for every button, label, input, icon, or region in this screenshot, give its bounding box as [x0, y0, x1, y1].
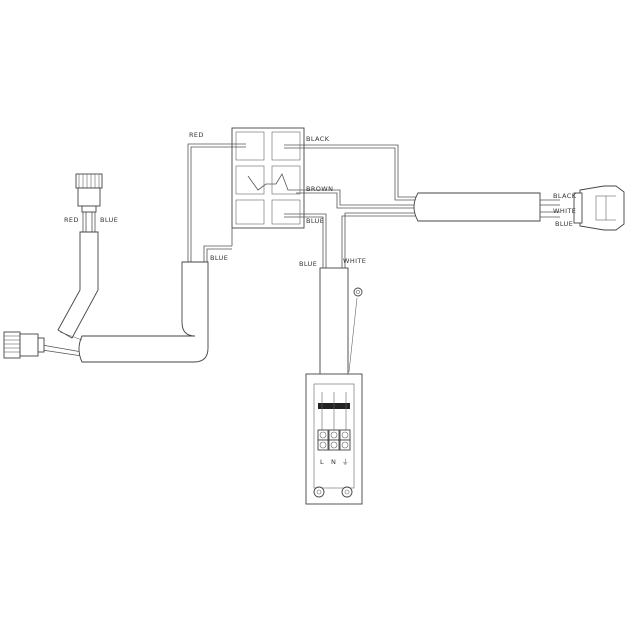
- labels: RED BLACK BROWN BLUE RED BLUE BLUE BLUE …: [64, 131, 577, 466]
- label-red-top: RED: [189, 131, 204, 139]
- label-blue-conduit: BLUE: [210, 254, 228, 262]
- bottom-left-sensor: [3, 331, 45, 359]
- junction-box: [305, 373, 363, 505]
- switch-contact-spring: [247, 173, 296, 191]
- junction-conduit: [319, 267, 349, 377]
- label-black-conn: BLACK: [553, 192, 577, 200]
- label-terminal-l: L: [320, 458, 324, 466]
- switch-block: [231, 127, 305, 229]
- label-black-switch: BLACK: [306, 135, 330, 143]
- wires: [41, 143, 560, 373]
- label-terminal-earth: ⏚: [342, 458, 349, 466]
- thermostat-probe: [353, 287, 363, 297]
- label-blue-conn: BLUE: [555, 220, 573, 228]
- label-blue-left: BLUE: [100, 216, 118, 224]
- label-terminal-n: N: [331, 458, 336, 466]
- right-connector: [573, 185, 625, 231]
- label-red-left: RED: [64, 216, 79, 224]
- label-blue-switch: BLUE: [306, 217, 324, 225]
- label-brown: BROWN: [306, 185, 333, 193]
- left-conduit: [57, 231, 209, 363]
- top-sensor: [75, 173, 103, 213]
- label-white-conn: WHITE: [553, 207, 576, 215]
- right-cable: [413, 192, 541, 222]
- label-white-box: WHITE: [343, 257, 366, 265]
- label-blue-box: BLUE: [299, 260, 317, 268]
